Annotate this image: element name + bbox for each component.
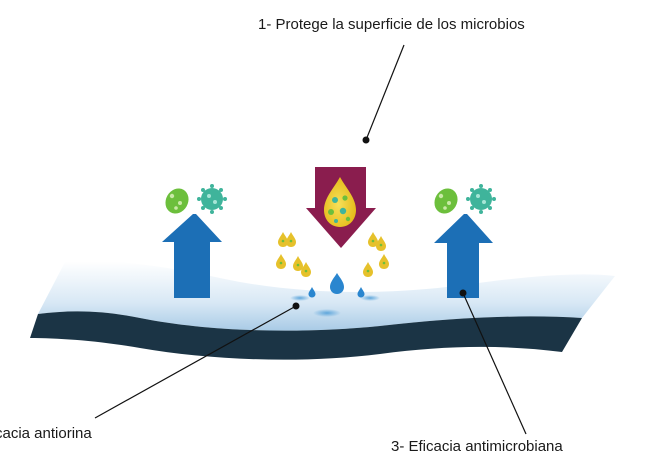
label-antimicrobiana: 3- Eficacia antimicrobiana [391, 438, 563, 455]
microbe-icons-left [165, 184, 227, 214]
leader-line-2 [94, 302, 300, 419]
small-droplets-right [363, 232, 389, 277]
label-protege: 1- Protege la superficie de los microbio… [258, 16, 525, 33]
blue-up-arrow-left [162, 214, 222, 298]
label-antiorina: cacia antiorina [0, 425, 92, 442]
surface-band [30, 311, 582, 360]
microbe-icons-right [434, 184, 496, 214]
leader-line-3 [459, 289, 527, 435]
small-droplets-left [276, 232, 311, 277]
water-drops [308, 273, 365, 298]
leader-line-1 [362, 44, 405, 144]
blue-up-arrow-right [434, 214, 493, 298]
droplet-icon [324, 177, 356, 227]
